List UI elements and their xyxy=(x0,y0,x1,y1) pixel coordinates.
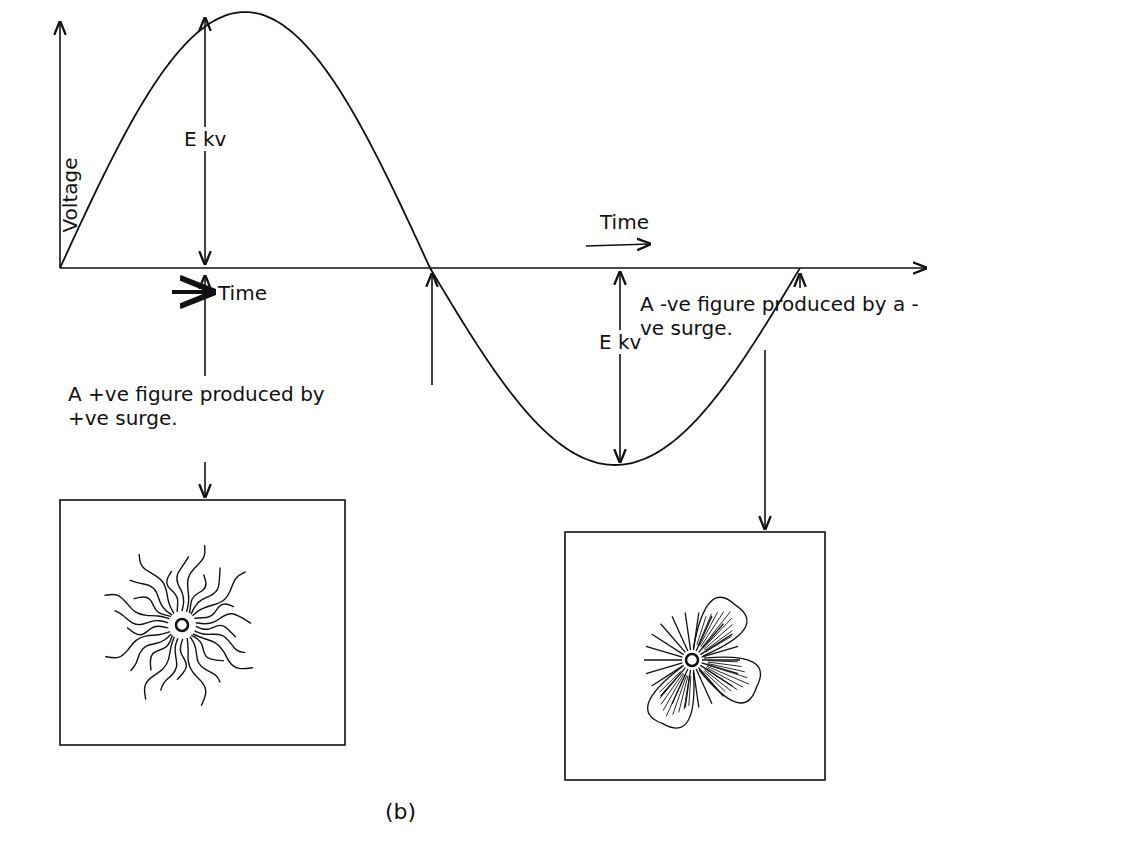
streamer-line xyxy=(193,634,253,669)
radial-line xyxy=(702,663,738,674)
radial-line xyxy=(702,659,740,660)
streamer-line xyxy=(150,635,172,670)
radial-line xyxy=(644,659,682,660)
petal-hatch xyxy=(708,661,738,662)
radial-line xyxy=(702,646,738,657)
streamer-line xyxy=(139,554,174,614)
streamer-line xyxy=(105,632,170,658)
streamer-line xyxy=(189,574,206,613)
electrode-dot xyxy=(176,619,188,631)
radial-line xyxy=(646,646,682,657)
streamer-line xyxy=(130,580,173,615)
negative-lichtenberg-figure xyxy=(644,597,760,728)
petal-hatch xyxy=(706,668,743,688)
axis-label: Time xyxy=(600,210,649,234)
amplitude-label: E kv xyxy=(597,330,643,354)
radial-line xyxy=(672,616,688,651)
leader-arrow xyxy=(431,274,433,385)
radial-line xyxy=(696,669,712,704)
x-axis xyxy=(60,267,926,269)
leader-arrow xyxy=(204,276,206,376)
streamer-line xyxy=(161,638,178,690)
amplitude-arrow xyxy=(619,272,621,462)
axis-label: Voltage xyxy=(58,135,82,255)
leader-arrow xyxy=(799,274,801,288)
radial-line xyxy=(646,663,682,674)
leader-arrow xyxy=(204,462,206,497)
petal-outline xyxy=(648,667,694,728)
streamer-line xyxy=(190,637,220,683)
axis-label: Time xyxy=(218,281,267,305)
figure-note: A -ve figure produced by a -ve surge. xyxy=(640,292,930,340)
streamer-line xyxy=(187,545,205,612)
electrode-dot xyxy=(686,654,698,666)
streamer-line xyxy=(145,637,175,700)
radial-line xyxy=(685,612,690,650)
figure-note: A +ve figure produced by +ve surge. xyxy=(68,382,328,430)
radial-line xyxy=(700,634,732,655)
figure-frame xyxy=(565,532,825,780)
voltage-waveform xyxy=(60,12,800,465)
streamer-line xyxy=(177,639,187,680)
figure-frame xyxy=(60,500,345,745)
radial-line xyxy=(685,670,690,708)
positive-lichtenberg-figure xyxy=(104,545,253,706)
streamer-line xyxy=(195,631,246,653)
streamer-line xyxy=(192,572,245,616)
radial-line xyxy=(693,670,698,708)
time-arrow xyxy=(172,290,212,294)
petal-hatch xyxy=(705,670,732,691)
time-arrow xyxy=(586,244,650,246)
radial-line xyxy=(652,665,684,686)
leader-arrow xyxy=(764,350,766,529)
petal-hatch xyxy=(707,666,749,684)
petal-hatch xyxy=(663,674,684,710)
streamer-line xyxy=(134,597,171,616)
streamer-line xyxy=(196,625,236,637)
radial-line xyxy=(693,612,698,650)
streamer-line xyxy=(196,614,251,624)
streamer-line xyxy=(187,638,206,706)
petal-outline xyxy=(693,597,747,656)
streamer-line xyxy=(194,604,234,618)
streamer-line xyxy=(167,571,178,612)
streamer-line xyxy=(127,626,168,634)
amplitude-label: E kv xyxy=(182,127,228,151)
figure-caption: (b) xyxy=(385,800,416,824)
